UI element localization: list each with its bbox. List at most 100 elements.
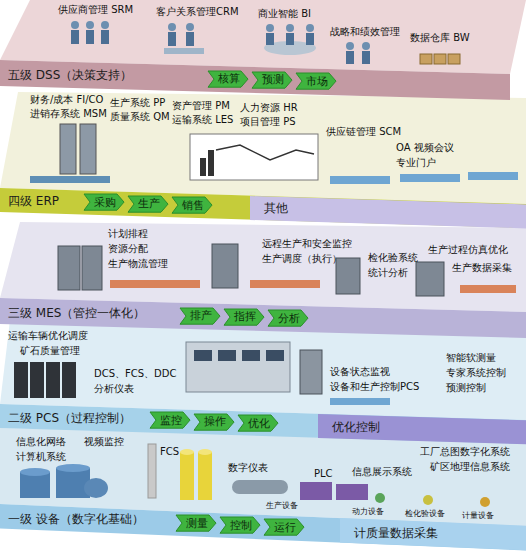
system-label: 项目管理 PS <box>240 116 296 128</box>
system-label: 智能软测量 <box>446 352 496 364</box>
flow-chevron-fill <box>84 194 124 210</box>
flow-chevron-fill <box>238 415 278 431</box>
chevron-label: 控制 <box>230 519 252 532</box>
flow-chevron: 预测 <box>252 72 292 88</box>
system-label: 矿区地理信息系统 <box>430 461 510 473</box>
person-body <box>362 51 370 64</box>
system-label: 运输车辆优化调度 <box>8 330 88 342</box>
chevron-label: 优化 <box>248 417 270 430</box>
pipe <box>232 480 288 494</box>
system-label: DCS、FCS、DDC <box>94 368 177 380</box>
screen <box>266 350 284 361</box>
server-cabinet <box>82 246 102 290</box>
flow-chevron: 操作 <box>194 414 234 430</box>
chart-line <box>216 145 314 160</box>
system-label: OA 视频会议 <box>396 142 454 154</box>
equipment-icon <box>375 493 385 503</box>
chevron-label: 监控 <box>160 414 182 427</box>
desk <box>468 172 518 180</box>
chevron-label: 指挥 <box>234 310 256 323</box>
control-rack <box>14 362 28 398</box>
chevron-label: 运行 <box>274 521 296 534</box>
flow-chevron: 控制 <box>220 517 260 533</box>
system-label: 生产物流管理 <box>108 258 168 270</box>
system-label: 计算机系统 <box>16 451 66 463</box>
layer-band-fill <box>0 404 526 444</box>
layer-title: 五级 DSS（决策支持） <box>8 68 132 82</box>
layer-band: 四级 ERP采购生产销售其他 <box>0 188 526 228</box>
system-label: 客户关系管理CRM <box>156 6 239 18</box>
screen <box>194 350 212 361</box>
system-label: 统计分析 <box>368 267 408 279</box>
flow-chevron-fill <box>268 310 308 326</box>
plc-box <box>300 482 332 500</box>
yellow-tank <box>198 452 212 500</box>
flow-chevron: 优化 <box>238 415 278 431</box>
layer-band: 二级 PCS（过程控制）监控操作优化优化控制 <box>0 404 526 444</box>
person-body <box>71 30 79 44</box>
person-body <box>168 32 176 46</box>
chevron-label: 市场 <box>306 75 328 88</box>
flow-chevron-fill <box>252 72 292 88</box>
person-head <box>306 24 314 32</box>
system-label: 进销存系统 MSM <box>30 108 107 120</box>
flow-chevron: 排产 <box>180 308 220 324</box>
person-head <box>186 23 194 31</box>
flow-chevron: 指挥 <box>224 309 264 325</box>
sub-band-fill <box>318 414 526 444</box>
chevron-label: 采购 <box>94 196 116 209</box>
flow-chevron: 分析 <box>268 310 308 326</box>
chevron-label: 分析 <box>278 312 300 325</box>
control-rack <box>30 362 44 398</box>
flow-chevron-fill <box>176 515 216 531</box>
screen <box>218 350 236 361</box>
layer-title: 四级 ERP <box>8 194 59 208</box>
control-rack <box>62 362 76 398</box>
system-label: 生产系统 PP <box>110 97 165 109</box>
tank-top <box>56 464 90 472</box>
system-label: 供应链管理 SCM <box>326 126 401 138</box>
box <box>420 54 432 64</box>
system-label: 计划排程 <box>108 228 148 240</box>
storage-boxes <box>420 54 460 64</box>
person-body <box>286 33 294 45</box>
flow-chevron: 运行 <box>264 519 304 535</box>
person-head <box>362 42 370 50</box>
band-label: 优化控制 <box>332 420 380 434</box>
flow-chevron: 监控 <box>150 412 190 428</box>
system-label: 动力设备 <box>352 507 384 517</box>
chart-bar <box>208 150 214 176</box>
yellow-tank <box>180 452 194 500</box>
system-label: 资产管理 PM <box>172 100 230 112</box>
flow-chevron-fill <box>296 73 336 89</box>
desk <box>250 280 320 288</box>
system-label: 战略和绩效管理 <box>330 26 400 38</box>
sub-band-shape <box>250 196 526 228</box>
flow-chevron-fill <box>224 309 264 325</box>
flow-chevron-fill <box>264 519 304 535</box>
system-label: 生产数据采集 <box>452 262 512 274</box>
system-label: 远程生产和安全监控 <box>262 238 352 250</box>
flow-chevron: 市场 <box>296 73 336 89</box>
chevron-label: 预测 <box>262 73 284 86</box>
desk <box>400 174 460 182</box>
system-label: 资源分配 <box>108 243 148 255</box>
chevron-label: 销售 <box>182 199 204 212</box>
system-label: 信息展示系统 <box>352 466 412 478</box>
sub-band: 其他 <box>250 196 526 228</box>
sub-band: 计质量数据采集 <box>340 518 526 550</box>
person-head <box>286 24 294 32</box>
flow-chevron-fill <box>172 197 212 213</box>
dome <box>84 478 108 498</box>
flow-chevron: 采购 <box>84 194 124 210</box>
system-label: 数据仓库 BW <box>410 32 470 44</box>
desk <box>30 176 110 183</box>
desk <box>164 48 204 54</box>
layer-title: 一级 设备（数字化基础） <box>8 512 144 526</box>
layer-title: 三级 MES（管控一体化） <box>8 306 145 320</box>
desk <box>110 280 200 288</box>
control-console <box>186 342 290 392</box>
chevron-label: 操作 <box>204 415 226 428</box>
person-body <box>306 33 314 45</box>
system-label: 设备状态监视 <box>330 366 390 378</box>
